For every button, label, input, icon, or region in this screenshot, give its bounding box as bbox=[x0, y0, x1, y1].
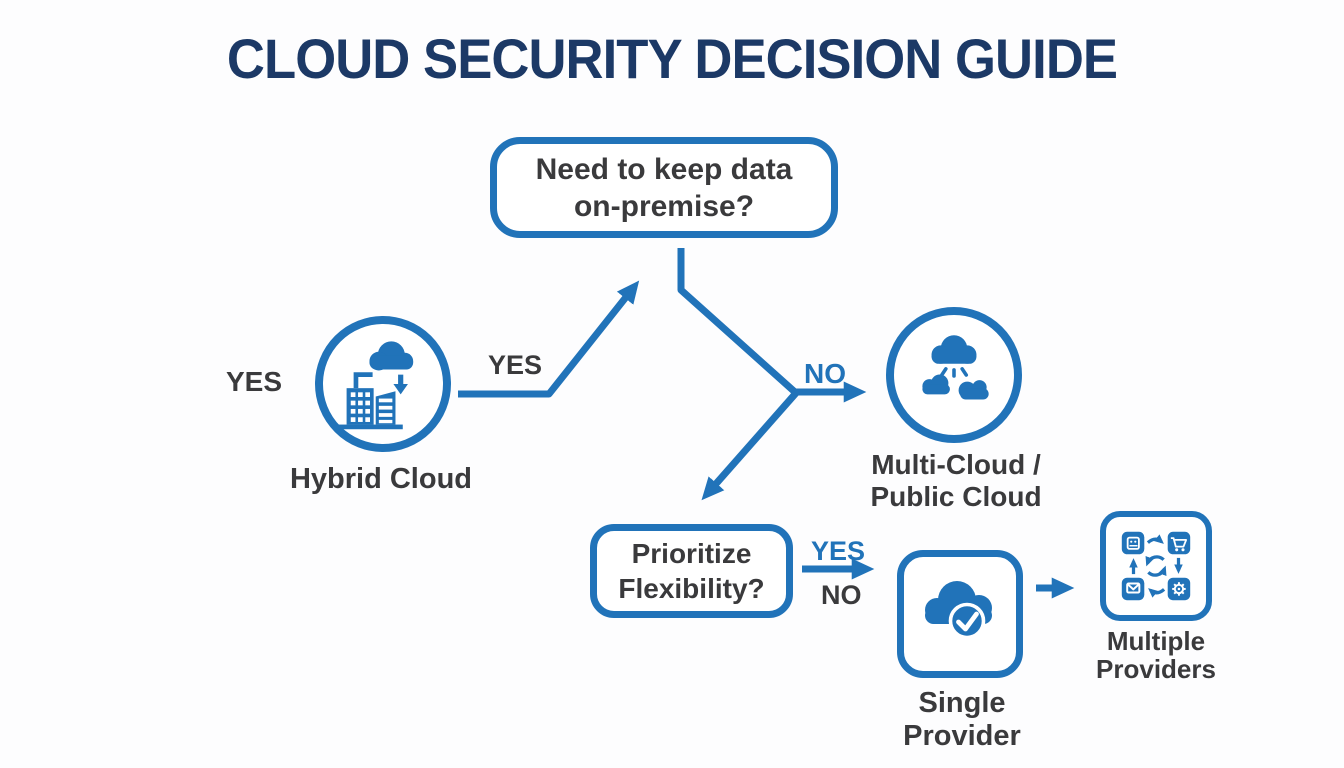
multiple-providers-label-line2: Providers bbox=[1096, 654, 1216, 684]
decision-on-premise-line2: on-premise? bbox=[573, 189, 755, 223]
decision-flexibility-line1: Prioritize bbox=[631, 538, 752, 569]
label-yes-hybrid-arrow: YES bbox=[488, 350, 543, 380]
multiple-providers-label: Multiple Providers bbox=[1096, 627, 1216, 683]
multi-cloud-node bbox=[886, 307, 1022, 443]
edge-yes-from-hybrid bbox=[458, 280, 640, 398]
multiple-providers-node bbox=[1100, 511, 1212, 621]
multi-cloud-label-line2: Public Cloud bbox=[870, 481, 1042, 512]
label-no-branch: NO bbox=[804, 358, 846, 389]
single-provider-node bbox=[897, 550, 1023, 678]
providers-cycle-icon bbox=[1121, 531, 1191, 601]
hybrid-cloud-label: Hybrid Cloud bbox=[289, 463, 473, 495]
edge-decision-split bbox=[677, 248, 799, 396]
decision-box-flexibility: Prioritize Flexibility? bbox=[590, 524, 793, 618]
cloud-check-icon bbox=[925, 581, 992, 640]
decision-box-on-premise: Need to keep data on-premise? bbox=[490, 137, 838, 238]
decision-on-premise-line1: Need to keep data bbox=[535, 152, 793, 186]
label-yes-left: YES bbox=[226, 366, 283, 397]
multi-cloud-label: Multi-Cloud / Public Cloud bbox=[864, 449, 1048, 513]
single-provider-label: Single Provider bbox=[903, 687, 1021, 752]
multi-cloud-label-line1: Multi-Cloud / bbox=[871, 449, 1041, 480]
multi-cloud-icon bbox=[922, 335, 989, 400]
cart-glyph bbox=[1170, 537, 1188, 552]
label-yes-flexibility: YES bbox=[811, 536, 866, 566]
page-title: CLOUD SECURITY DECISION GUIDE bbox=[226, 27, 1118, 90]
app-window-glyph bbox=[1126, 536, 1140, 550]
label-no-flexibility: NO bbox=[821, 580, 862, 610]
sync-icon bbox=[1145, 555, 1167, 577]
decision-flexibility-line2: Flexibility? bbox=[618, 573, 765, 604]
hybrid-cloud-node bbox=[315, 316, 451, 452]
envelope-glyph bbox=[1126, 582, 1141, 594]
edge-no-to-flexibility bbox=[701, 390, 799, 501]
cycle-arrows bbox=[1129, 534, 1183, 598]
hybrid-cloud-icon bbox=[338, 341, 414, 430]
gear-glyph bbox=[1172, 582, 1186, 596]
multiple-providers-label-line1: Multiple bbox=[1106, 626, 1206, 656]
